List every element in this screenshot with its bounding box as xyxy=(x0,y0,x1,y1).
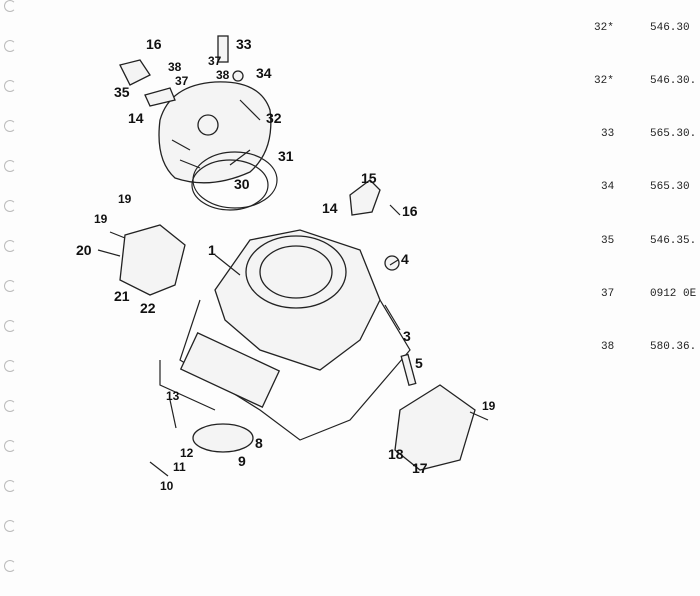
binder-hole xyxy=(4,80,16,92)
ref-number: 32* xyxy=(594,22,614,34)
callout-label: 22 xyxy=(140,300,156,316)
part-number: 0912 0E xyxy=(650,288,697,300)
callout-label: 19 xyxy=(482,399,496,413)
callout-label: 34 xyxy=(256,65,272,81)
binder-hole xyxy=(4,120,16,132)
callout-label: 32 xyxy=(266,110,282,126)
callout-label: 20 xyxy=(76,242,92,258)
callout-label: 1 xyxy=(208,242,216,258)
part-number: 546.35. xyxy=(650,235,697,247)
part-number: 546.30 xyxy=(650,22,690,34)
callout-label: 12 xyxy=(180,446,194,460)
callout-label: 38 xyxy=(168,60,182,74)
binder-hole xyxy=(4,200,16,212)
callout-label: 15 xyxy=(361,170,377,186)
bolts xyxy=(97,204,489,477)
callout-label: 5 xyxy=(415,355,423,371)
callout-label: 31 xyxy=(278,148,294,164)
leader-lines xyxy=(159,254,401,411)
callout-label: 16 xyxy=(146,36,162,52)
callout-label: 35 xyxy=(114,84,130,100)
water-outlet-elbow xyxy=(349,179,381,216)
binder-hole xyxy=(4,280,16,292)
ref-number: 37 xyxy=(601,288,615,300)
binder-hole xyxy=(4,320,16,332)
binder-hole xyxy=(4,360,16,372)
part-number: 565.30 xyxy=(650,181,690,193)
ref-number: 35 xyxy=(601,235,615,247)
callout-label: 21 xyxy=(114,288,130,304)
callout-label: 19 xyxy=(94,212,108,226)
ref-number: 33 xyxy=(601,128,615,140)
callout-label: 37 xyxy=(208,54,222,68)
binder-hole xyxy=(4,440,16,452)
callout-label: 4 xyxy=(401,251,409,267)
callout-label: 10 xyxy=(160,479,174,493)
part-number: 565.30. xyxy=(650,128,697,140)
binder-hole xyxy=(4,520,16,532)
callout-label: 38 xyxy=(216,68,230,82)
callout-label: 9 xyxy=(238,453,246,469)
callout-label: 3 xyxy=(403,328,411,344)
ref-number: 32* xyxy=(594,75,614,87)
binder-hole xyxy=(4,40,16,52)
cylinder-head xyxy=(119,35,278,211)
binder-hole xyxy=(4,0,16,12)
ref-number: 38 xyxy=(601,341,615,353)
callout-label: 30 xyxy=(234,176,250,192)
callout-label: 18 xyxy=(388,446,404,462)
exhaust-valve-cover xyxy=(119,224,186,296)
callout-label: 14 xyxy=(128,110,144,126)
callout-label: 11 xyxy=(173,460,186,474)
binder-hole xyxy=(4,480,16,492)
reed-valve-cover xyxy=(394,384,476,471)
cylinder xyxy=(179,229,417,453)
part-number: 546.30. xyxy=(650,75,697,87)
callout-label: 14 xyxy=(322,200,338,216)
binder-hole xyxy=(4,400,16,412)
callout-label: 17 xyxy=(412,460,428,476)
binder-hole xyxy=(4,240,16,252)
part-number: 580.36. xyxy=(650,341,697,353)
callout-label: 33 xyxy=(236,36,252,52)
callout-label: 16 xyxy=(402,203,418,219)
binder-hole xyxy=(4,160,16,172)
callout-label: 19 xyxy=(118,192,132,206)
binder-hole xyxy=(4,560,16,572)
ref-number: 34 xyxy=(601,181,615,193)
callout-label: 37 xyxy=(175,74,189,88)
callout-label: 13 xyxy=(166,389,180,403)
callout-label: 8 xyxy=(255,435,263,451)
